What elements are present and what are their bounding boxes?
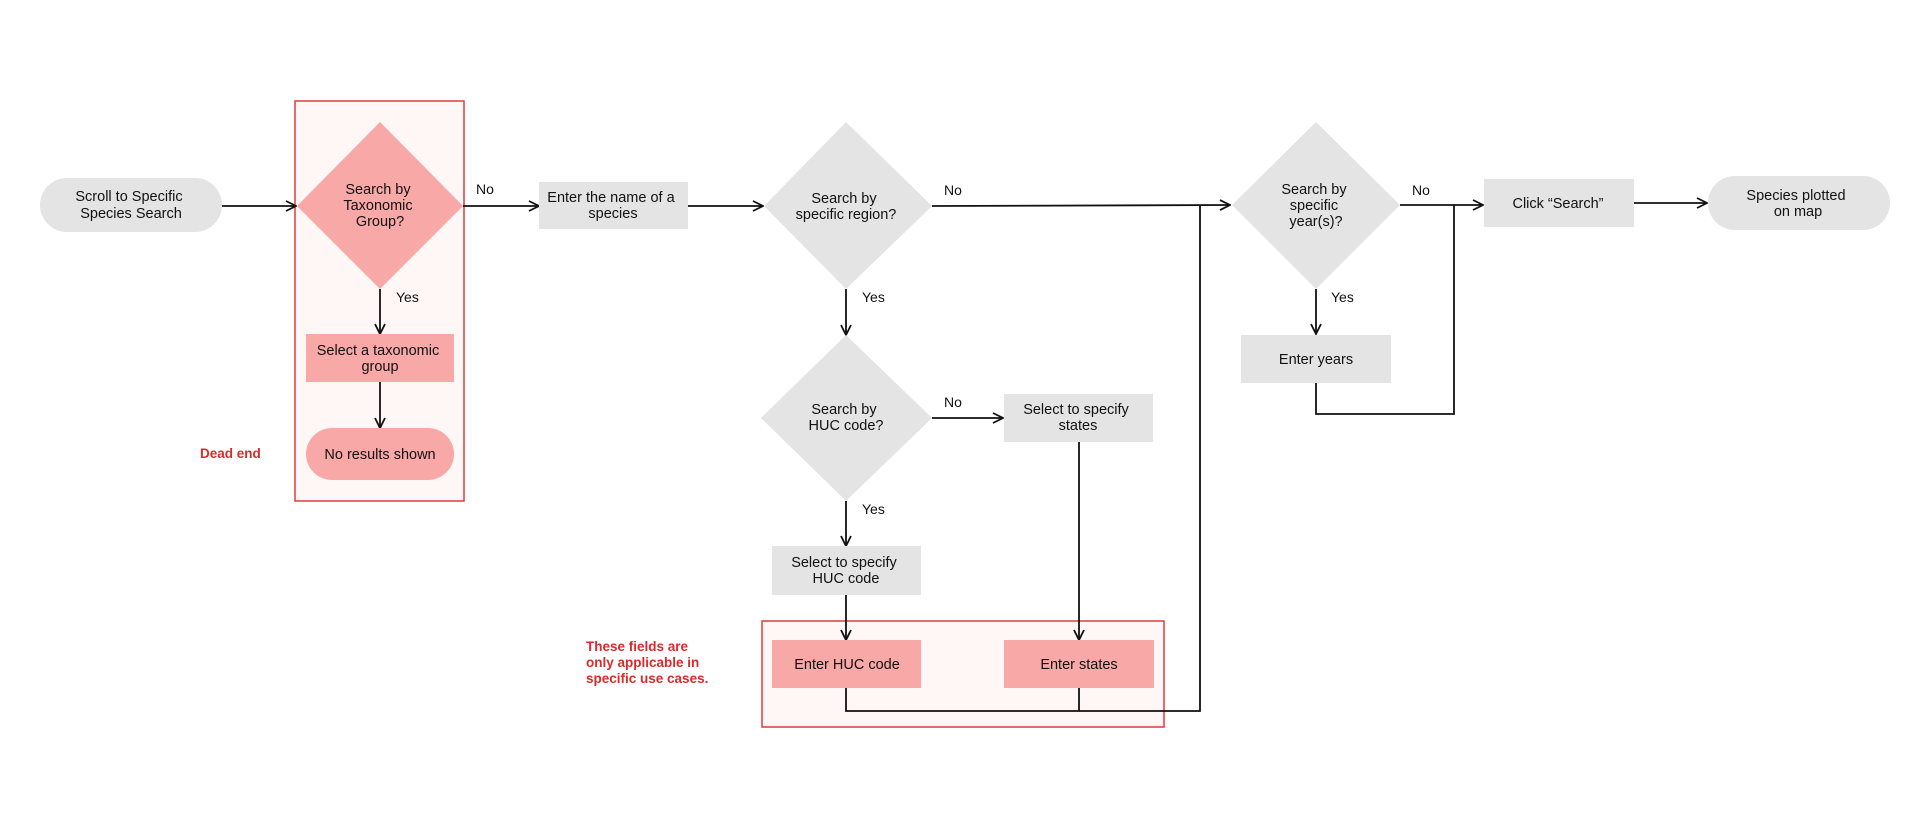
enter-huc-process bbox=[772, 640, 921, 688]
huc-decision-label: Search by HUC code? bbox=[809, 402, 884, 434]
enter-species-line-1: Enter the name of a bbox=[547, 190, 675, 206]
enter-species-label: Enter the name of a species bbox=[547, 190, 678, 222]
start-label-line-1: Scroll to Specific bbox=[75, 189, 182, 205]
edge-region-no bbox=[931, 205, 1230, 206]
taxonomic-decision bbox=[297, 122, 463, 289]
edge-label-years-yes: Yes bbox=[1331, 289, 1354, 305]
enter-states-process bbox=[1004, 640, 1154, 688]
region-decision-label: Search by specific region? bbox=[796, 191, 897, 223]
years-label-line-3: year(s)? bbox=[1289, 214, 1342, 230]
edge-label-huc-no: No bbox=[944, 394, 962, 410]
enter-years-process bbox=[1241, 335, 1391, 383]
start-label-line-2: Species Search bbox=[80, 206, 182, 222]
select-huc-line-1: Select to specify bbox=[791, 555, 897, 571]
click-search-process bbox=[1484, 179, 1634, 227]
click-search-label: Click “Search” bbox=[1512, 196, 1603, 212]
enter-states-label: Enter states bbox=[1040, 657, 1117, 673]
specific-fields-note-line-2: only applicable in bbox=[586, 655, 699, 670]
enter-states-line-1: Enter states bbox=[1040, 657, 1117, 673]
select-huc-line-2: HUC code bbox=[813, 571, 880, 587]
enter-species-process bbox=[539, 182, 688, 229]
select-taxonomic-line-1: Select a taxonomic bbox=[317, 343, 440, 359]
select-taxonomic-process bbox=[306, 334, 454, 382]
specific-fields-note-line-1: These fields are bbox=[586, 639, 689, 654]
select-taxonomic-line-2: group bbox=[361, 359, 398, 375]
edge-label-region-no: No bbox=[944, 182, 962, 198]
years-decision bbox=[1232, 122, 1400, 289]
enter-huc-label: Enter HUC code bbox=[794, 657, 900, 673]
dead-end-note: Dead end bbox=[200, 446, 261, 461]
years-label-line-1: Search by bbox=[1281, 182, 1347, 198]
edges bbox=[222, 203, 1707, 712]
select-states-label: Select to specify states bbox=[1023, 402, 1133, 434]
edge-label-taxonomic-yes: Yes bbox=[396, 289, 419, 305]
specific-fields-note-line-3: specific use cases. bbox=[586, 671, 708, 686]
no-results-label: No results shown bbox=[324, 447, 435, 463]
region-label-line-1: Search by bbox=[811, 191, 877, 207]
start-label: Scroll to Specific Species Search bbox=[75, 189, 186, 222]
enter-species-line-2: species bbox=[588, 206, 637, 222]
select-states-line-1: Select to specify bbox=[1023, 402, 1129, 418]
start-terminal bbox=[40, 178, 222, 232]
years-decision-label: Search by specific year(s)? bbox=[1281, 182, 1350, 230]
taxonomic-label-line-2: Taxonomic bbox=[343, 198, 412, 214]
huc-label-line-1: Search by bbox=[811, 402, 877, 418]
end-terminal bbox=[1708, 176, 1890, 230]
end-label-line-2: on map bbox=[1774, 204, 1822, 220]
enter-huc-line-1: Enter HUC code bbox=[794, 657, 900, 673]
enter-years-line-1: Enter years bbox=[1279, 352, 1353, 368]
select-states-line-2: states bbox=[1059, 418, 1098, 434]
edge-specific-fields-merge bbox=[845, 206, 1201, 712]
specific-fields-note: These fields are only applicable in spec… bbox=[586, 639, 708, 686]
edge-label-years-no: No bbox=[1412, 182, 1430, 198]
region-decision bbox=[764, 122, 932, 289]
huc-decision bbox=[761, 335, 932, 501]
taxonomic-label-line-1: Search by bbox=[345, 182, 411, 198]
end-label: Species plotted on map bbox=[1746, 188, 1849, 220]
enter-years-label: Enter years bbox=[1279, 352, 1353, 368]
select-huc-process bbox=[772, 546, 921, 595]
select-huc-label: Select to specify HUC code bbox=[791, 555, 901, 587]
edge-label-taxonomic-no: No bbox=[476, 181, 494, 197]
taxonomic-label-line-3: Group? bbox=[356, 214, 404, 230]
no-results-line-1: No results shown bbox=[324, 447, 435, 463]
region-label-line-2: specific region? bbox=[796, 207, 897, 223]
end-label-line-1: Species plotted bbox=[1746, 188, 1845, 204]
taxonomic-decision-label: Search by Taxonomic Group? bbox=[343, 182, 416, 230]
no-results-terminal bbox=[306, 428, 454, 480]
edge-label-huc-yes: Yes bbox=[862, 501, 885, 517]
select-taxonomic-label: Select a taxonomic group bbox=[317, 343, 444, 375]
edge-label-region-yes: Yes bbox=[862, 289, 885, 305]
select-states-process bbox=[1004, 394, 1153, 442]
click-search-line-1: Click “Search” bbox=[1512, 196, 1603, 212]
years-label-line-2: specific bbox=[1290, 198, 1338, 214]
huc-label-line-2: HUC code? bbox=[809, 418, 884, 434]
edge-enter-years-merge bbox=[1315, 205, 1455, 415]
